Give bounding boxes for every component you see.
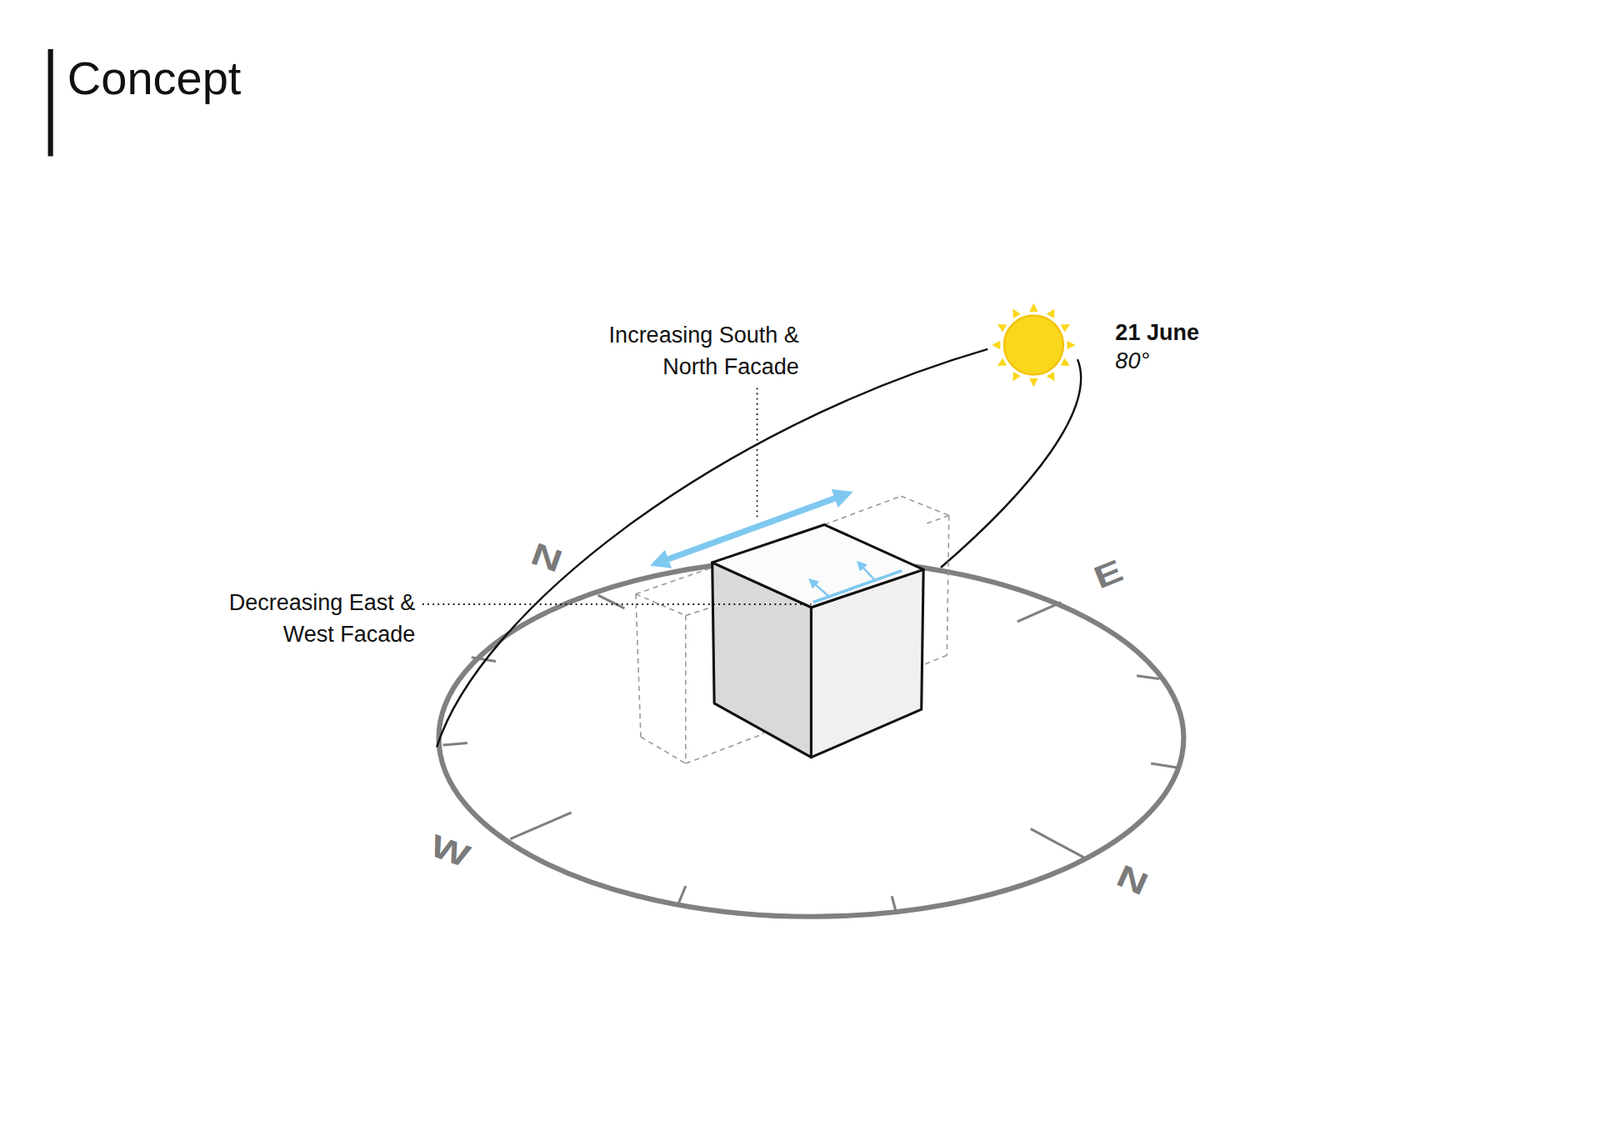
extended-volume <box>635 495 950 764</box>
sun-ray <box>1012 371 1021 381</box>
callout-label: Increasing South & North Facade <box>557 320 800 384</box>
callout-label: Decreasing East & West Facade <box>173 587 415 651</box>
facade-arrow <box>812 581 830 596</box>
facade-arrow <box>860 564 875 580</box>
date-label: 21 June <box>1115 317 1200 350</box>
sun-ray <box>1066 340 1075 350</box>
compass-ring <box>439 559 1185 917</box>
sun-ray <box>991 340 1000 350</box>
compass-letter: E <box>1089 555 1127 595</box>
compass-letter: N <box>1112 859 1153 900</box>
leader-line <box>756 387 759 519</box>
title: Concept <box>67 50 242 105</box>
sun-ray <box>1046 371 1055 381</box>
facade-arrow <box>659 495 845 563</box>
facade-edge <box>813 570 903 603</box>
angle-label: 80° <box>1115 345 1150 378</box>
sun-ray <box>1012 309 1021 319</box>
sun-ray <box>1029 378 1038 387</box>
title-bar <box>48 49 54 157</box>
sun-ray <box>1029 303 1038 312</box>
sun-ray <box>997 358 1007 367</box>
sun-icon <box>991 303 1075 387</box>
sun-path <box>940 359 1081 568</box>
building-cube <box>712 525 924 758</box>
sun-ray <box>997 324 1007 333</box>
sun-ray <box>1046 309 1055 319</box>
leader-line <box>422 603 812 605</box>
compass-letter: W <box>425 830 474 873</box>
sun-ray <box>1060 324 1070 333</box>
sun-ray <box>1060 358 1070 367</box>
compass-letter: N <box>527 537 567 578</box>
